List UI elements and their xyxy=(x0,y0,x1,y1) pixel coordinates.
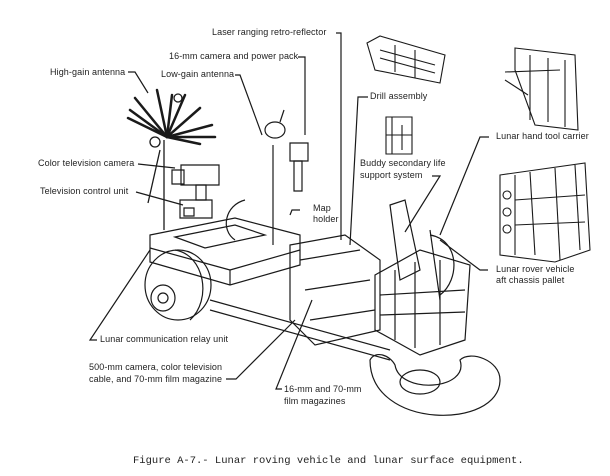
label-laser-retro-reflector: Laser ranging retro-reflector xyxy=(212,27,327,37)
label-map-line2: holder xyxy=(313,214,339,224)
label-low-gain-antenna: Low-gain antenna xyxy=(161,69,235,79)
label-drill-assembly: Drill assembly xyxy=(370,91,428,101)
label-lcru: Lunar communication relay unit xyxy=(100,334,229,344)
label-lrv-line2: aft chassis pallet xyxy=(496,275,565,285)
label-buddy-line2: support system xyxy=(360,170,423,180)
label-color-tv-camera: Color television camera xyxy=(38,158,135,168)
leader-camera16 xyxy=(298,57,305,135)
aft-chassis-pallet-drawing xyxy=(500,163,590,262)
rover-body xyxy=(150,200,470,360)
leader-drill xyxy=(350,97,368,245)
drill-assembly-drawing xyxy=(367,36,445,83)
label-hand-tool-carrier: Lunar hand tool carrier xyxy=(496,131,589,141)
buddy-life-support-drawing xyxy=(386,117,412,154)
figure-caption: Figure A-7.- Lunar roving vehicle and lu… xyxy=(133,455,524,467)
leader-hand-tool xyxy=(440,137,489,235)
label-map-line1: Map xyxy=(313,203,331,213)
wheels xyxy=(145,200,500,415)
leader-high-gain xyxy=(128,72,148,93)
label-500mm-line1: 500-mm camera, color television xyxy=(89,362,223,372)
label-tv-control-unit: Television control unit xyxy=(40,186,129,196)
leader-film xyxy=(276,300,312,389)
antenna-mast xyxy=(148,94,182,230)
label-high-gain-antenna: High-gain antenna xyxy=(50,67,126,77)
leader-laser xyxy=(336,33,341,240)
label-500mm-line2: cable, and 70-mm film magazine xyxy=(89,374,223,384)
low-gain-antenna-drawing xyxy=(265,110,308,245)
label-16mm-camera: 16-mm camera and power pack xyxy=(169,51,299,61)
label-film-line2: film magazines xyxy=(284,396,346,406)
leader-low-gain xyxy=(235,75,262,135)
tv-camera-drawing xyxy=(172,165,219,218)
label-lrv-line1: Lunar rover vehicle xyxy=(496,264,575,274)
leader-cam500 xyxy=(226,320,295,379)
high-gain-antenna-drawing xyxy=(128,90,215,144)
leader-buddy xyxy=(405,176,440,232)
leader-map xyxy=(290,210,300,215)
leader-tv-control xyxy=(136,192,183,205)
label-buddy-line1: Buddy secondary life xyxy=(360,158,446,168)
label-film-line1: 16-mm and 70-mm xyxy=(284,384,362,394)
leader-lcru xyxy=(90,250,150,340)
leader-lrv xyxy=(440,240,488,270)
hand-tool-carrier-drawing xyxy=(505,48,578,130)
